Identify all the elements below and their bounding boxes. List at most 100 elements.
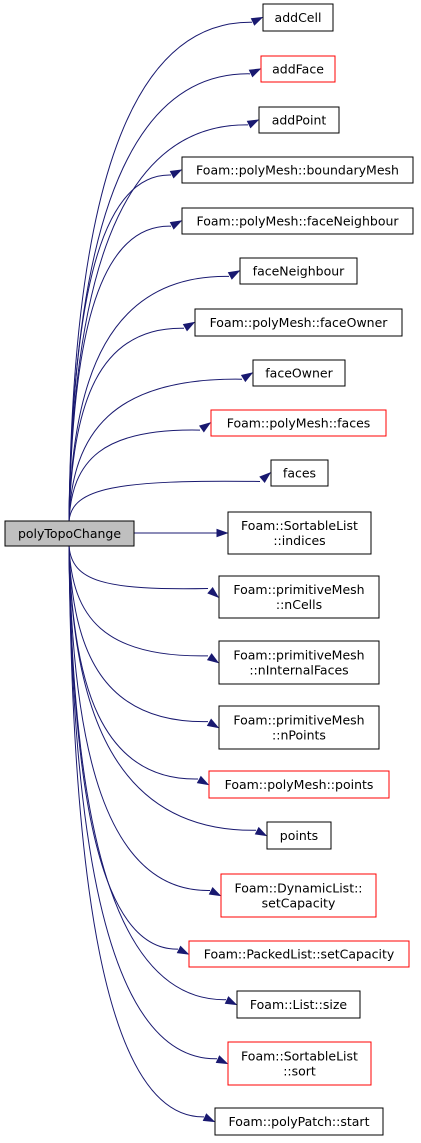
node-foam-sortablelist-sort[interactable]: Foam::SortableList::sort [227,1041,372,1086]
edge-line [68,545,218,1060]
arrowhead-icon [182,321,196,332]
node-label: Foam::polyPatch::start [229,1114,370,1129]
node-faces[interactable]: faces [270,459,329,487]
node-foam-polymesh-faceneighbour[interactable]: Foam::polyMesh::faceNeighbour [181,207,414,235]
node-label: Foam::PackedList::setCapacity [204,947,395,962]
edge-to-faceneighbour [68,270,241,522]
arrowhead-icon [259,472,272,484]
arrowhead-icon [169,220,183,230]
node-label: ::nPoints [272,728,326,743]
node-label: addCell [275,10,322,25]
node-box [239,257,358,285]
edge-line [68,429,201,522]
node-foam-list-size[interactable]: Foam::List::size [236,990,361,1019]
node-foam-primitivemesh-ncells[interactable]: Foam::primitiveMesh::nCells [218,575,380,619]
arrowhead-icon [202,1113,216,1123]
arrowhead-icon [176,945,190,955]
node-foam-sortablelist-indices[interactable]: Foam::SortableList::indices [227,511,372,555]
edge-line [68,378,243,522]
edge-to-foam-polymesh-faceneighbour [68,220,183,522]
graph-nodes: polyTopoChange addCell addFace addPointFoa… [4,3,414,1136]
arrowhead-icon [208,887,222,897]
node-box [270,459,329,487]
node-box [218,640,380,685]
arrowhead-icon [248,68,262,78]
edge-line [68,545,179,950]
edge-to-foam-polymesh-faceowner [68,321,196,522]
node-foam-dynamiclist-setcapacity[interactable]: Foam::DynamicList::setCapacity [220,873,377,918]
node-addpoint[interactable]: addPoint [258,106,340,134]
node-label: setCapacity [262,896,336,911]
edge-to-foam-list-size [68,545,238,1006]
node-box [260,55,336,83]
node-label: Foam::polyMesh::faceOwner [210,315,389,330]
node-box [252,359,346,387]
node-addface[interactable]: addFace [260,55,336,83]
edge-line [68,545,209,590]
node-foam-primitivemesh-npoints[interactable]: Foam::primitiveMesh::nPoints [218,705,380,750]
arrowhead-icon [254,826,268,837]
node-foam-polymesh-boundarymesh[interactable]: Foam::polyMesh::boundaryMesh [181,156,414,184]
node-box [258,106,340,134]
edge-to-foam-polymesh-faces [68,422,212,522]
node-label: Foam::List::size [250,997,347,1012]
node-label: Foam::SortableList [241,1049,358,1064]
edge-line [68,21,253,522]
node-faceneighbour[interactable]: faceNeighbour [239,257,358,285]
edge-line [68,275,230,522]
node-label: Foam::SortableList [241,518,358,533]
node-box [214,1107,384,1136]
node-label: faceNeighbour [253,264,345,279]
arrowhead-icon [206,718,220,729]
edge-line [68,545,209,657]
edge-to-foam-primitivemesh-ncells [68,545,220,598]
node-label: addPoint [272,113,327,128]
node-foam-primitivemesh-ninternalfaces[interactable]: Foam::primitiveMesh::nInternalFaces [218,640,380,685]
node-faceowner[interactable]: faceOwner [252,359,346,387]
node-label-polyTopoChange: polyTopoChange [18,526,121,541]
node-label: ::indices [273,533,325,548]
edge-line [68,545,209,723]
edge-line [68,545,227,1001]
node-foam-polypatch-start[interactable]: Foam::polyPatch::start [214,1107,384,1136]
arrowhead-icon [215,1055,229,1065]
edge-line [68,545,199,780]
node-label: Foam::primitiveMesh [233,582,364,597]
arrowhead-icon [199,422,212,433]
arrowhead-icon [224,996,238,1006]
edge-line [68,174,172,522]
arrowhead-icon [246,119,260,129]
node-label: Foam::primitiveMesh [233,648,364,663]
node-polyTopoChange[interactable]: polyTopoChange [4,520,135,547]
node-foam-polymesh-faceowner[interactable]: Foam::polyMesh::faceOwner [194,308,403,337]
arrowhead-icon [240,372,254,383]
edge-to-foam-sortablelist-sort [68,545,229,1065]
node-foam-polymesh-points[interactable]: Foam::polyMesh::points [208,770,390,799]
node-label: Foam::polyMesh::points [225,777,374,792]
edge-to-faceowner [68,372,254,522]
edge-to-foam-polypatch-start [68,545,216,1123]
arrowhead-icon [206,653,220,664]
edge-line [68,545,205,1118]
node-foam-packedlist-setcapacity[interactable]: Foam::PackedList::setCapacity [188,940,410,968]
node-label: faceOwner [265,366,333,381]
node-label: faces [283,466,316,481]
node-box [218,705,380,750]
node-label: Foam::primitiveMesh [233,713,364,728]
node-addcell[interactable]: addCell [262,3,334,32]
node-points[interactable]: points [266,821,332,850]
node-box [262,3,334,32]
edge-to-foam-dynamiclist-setcapacity [68,545,222,897]
node-box [236,990,361,1019]
node-box [188,940,410,968]
arrowhead-icon [169,169,183,179]
edge-to-foam-polymesh-boundarymesh [68,169,183,522]
node-foam-polymesh-faces[interactable]: Foam::polyMesh::faces [210,409,387,437]
edge-to-points [68,545,268,837]
node-box [227,511,372,555]
edge-to-foam-primitivemesh-npoints [68,545,220,729]
node-box [266,821,332,850]
arrowhead-icon [227,270,241,280]
node-label: Foam::DynamicList:: [234,881,362,896]
